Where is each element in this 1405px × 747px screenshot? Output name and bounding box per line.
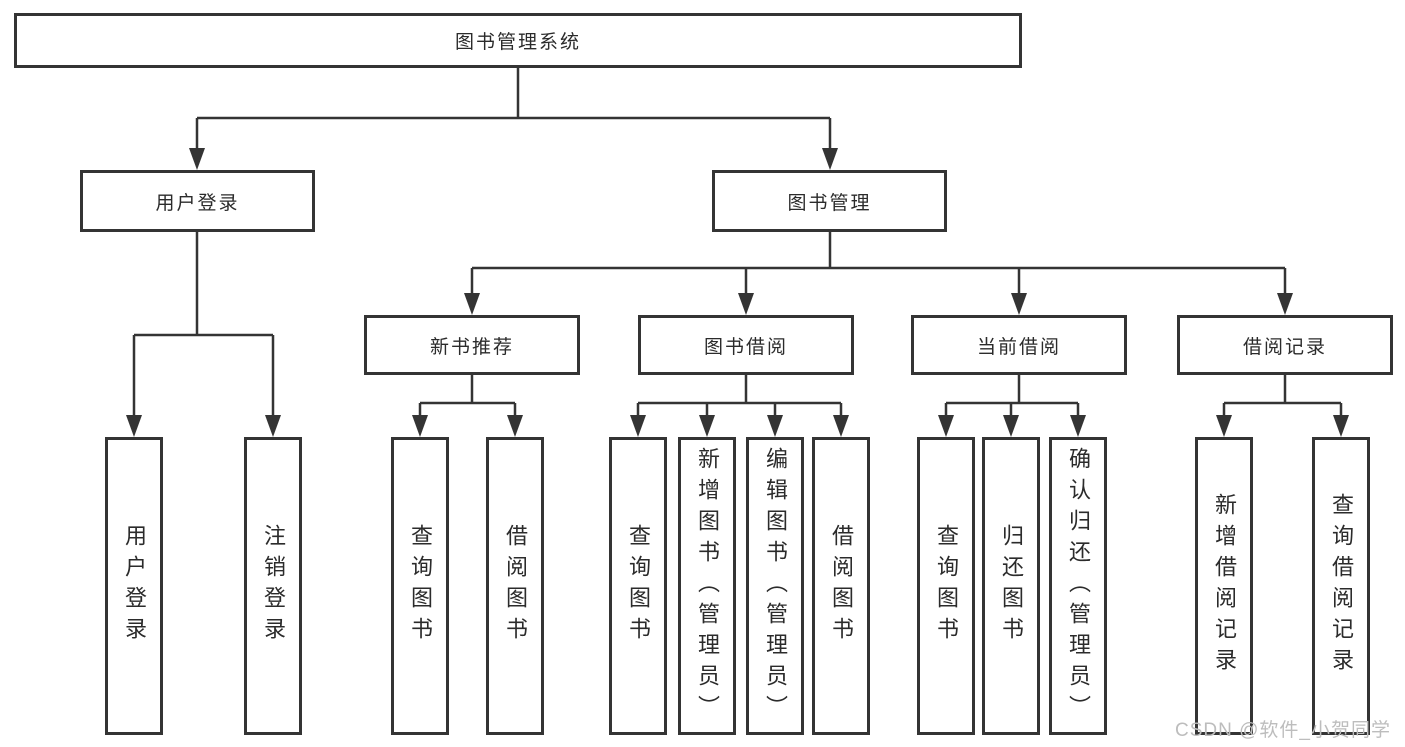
leaf-return-books-label: 归还图书 <box>999 524 1024 648</box>
leaf-query-books-recommend: 查询图书 <box>391 437 449 735</box>
node-book-borrow: 图书借阅 <box>638 315 854 375</box>
leaf-query-books-current-label: 查询图书 <box>934 524 959 648</box>
leaf-borrow-books: 借阅图书 <box>812 437 870 735</box>
leaf-add-books-admin: 新增图书（管理员） <box>678 437 736 735</box>
node-new-book-recommend-label: 新书推荐 <box>429 336 514 358</box>
leaf-user-login: 用户登录 <box>105 437 163 735</box>
leaf-add-borrow-record: 新增借阅记录 <box>1195 437 1253 735</box>
csdn-watermark: CSDN @软件_小贺同学 <box>1175 720 1391 741</box>
leaf-query-books-recommend-label: 查询图书 <box>408 524 433 648</box>
leaf-add-borrow-record-label: 新增借阅记录 <box>1212 493 1237 679</box>
node-user-login-label: 用户登录 <box>155 192 240 214</box>
leaf-borrow-books-label: 借阅图书 <box>829 524 854 648</box>
leaf-query-books-current: 查询图书 <box>917 437 975 735</box>
leaf-return-books: 归还图书 <box>982 437 1040 735</box>
leaf-query-books-borrow-label: 查询图书 <box>626 524 651 648</box>
leaf-confirm-return-admin: 确认归还（管理员） <box>1049 437 1107 735</box>
node-borrow-records: 借阅记录 <box>1177 315 1393 375</box>
node-user-login: 用户登录 <box>80 170 315 232</box>
node-root-system: 图书管理系统 <box>14 13 1022 68</box>
leaf-logout: 注销登录 <box>244 437 302 735</box>
node-current-borrow-label: 当前借阅 <box>976 336 1061 358</box>
leaf-logout-label: 注销登录 <box>261 524 286 648</box>
node-book-borrow-label: 图书借阅 <box>703 336 788 358</box>
leaf-query-borrow-record: 查询借阅记录 <box>1312 437 1370 735</box>
node-book-management: 图书管理 <box>712 170 947 232</box>
leaf-query-books-borrow: 查询图书 <box>609 437 667 735</box>
leaf-user-login-label: 用户登录 <box>122 524 147 648</box>
leaf-query-borrow-record-label: 查询借阅记录 <box>1329 493 1354 679</box>
node-book-management-label: 图书管理 <box>787 192 872 214</box>
leaf-borrow-books-recommend: 借阅图书 <box>486 437 544 735</box>
leaf-confirm-return-admin-label: 确认归还（管理员） <box>1066 446 1091 726</box>
node-new-book-recommend: 新书推荐 <box>364 315 580 375</box>
node-root-label: 图书管理系统 <box>454 32 581 53</box>
leaf-edit-books-admin-label: 编辑图书（管理员） <box>763 446 788 726</box>
node-borrow-records-label: 借阅记录 <box>1242 336 1327 358</box>
node-current-borrow: 当前借阅 <box>911 315 1127 375</box>
leaf-edit-books-admin: 编辑图书（管理员） <box>746 437 804 735</box>
leaf-add-books-admin-label: 新增图书（管理员） <box>695 446 720 726</box>
leaf-borrow-books-recommend-label: 借阅图书 <box>503 524 528 648</box>
